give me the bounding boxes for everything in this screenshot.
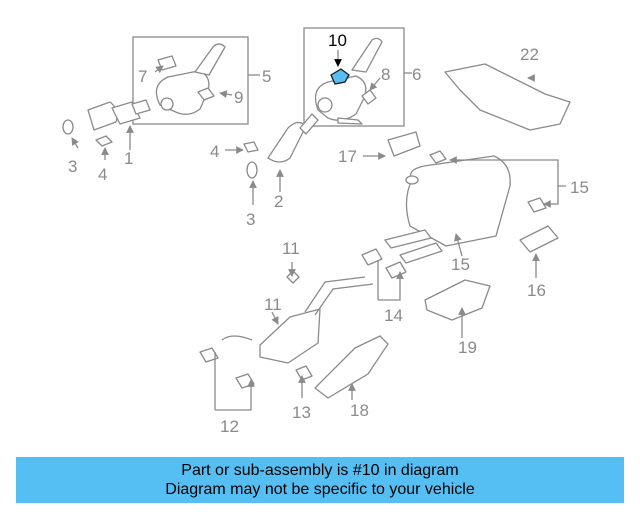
callout-5: 5 bbox=[262, 67, 271, 86]
callout-21: 19 bbox=[458, 338, 477, 357]
callout-18: 16 bbox=[527, 281, 546, 300]
info-banner: Part or sub-assembly is #10 in diagram D… bbox=[16, 457, 624, 503]
clamp-17a bbox=[429, 150, 447, 164]
assembly-box-6 bbox=[303, 27, 405, 127]
clamp-16b bbox=[385, 261, 407, 279]
callout-9: 9 bbox=[234, 88, 243, 107]
catalytic-converter-upper bbox=[155, 43, 226, 115]
banner-line-1: Part or sub-assembly is #10 in diagram bbox=[181, 462, 459, 479]
callout-8: 8 bbox=[381, 65, 390, 84]
catalytic-converter-lower bbox=[314, 37, 383, 125]
callout-20: 18 bbox=[350, 401, 369, 420]
heat-shield-20 bbox=[314, 335, 389, 399]
banner-line-2: Diagram may not be specific to your vehi… bbox=[165, 481, 475, 498]
rear-muffler-15 bbox=[384, 155, 511, 264]
callout-17: 15 bbox=[570, 178, 589, 197]
callout-14: 11 bbox=[282, 239, 300, 258]
callout-10: 10 bbox=[328, 31, 347, 50]
exhaust-parts-diagram: 3 4 1 4 3 2 5 7 9 10 8 6 22 17 15 15 16 … bbox=[62, 27, 589, 436]
callout-15: 15 bbox=[451, 255, 470, 274]
callout-7: 7 bbox=[138, 67, 147, 86]
part-10-highlighted bbox=[330, 50, 350, 85]
clamp-17b bbox=[527, 197, 547, 213]
tailpipe-18 bbox=[519, 225, 559, 253]
callout-1: 1 bbox=[124, 149, 133, 168]
callout-3-left: 3 bbox=[68, 157, 77, 176]
callout-6: 6 bbox=[412, 65, 421, 84]
assembly-box-5 bbox=[132, 36, 249, 125]
callout-11: 11 bbox=[264, 295, 282, 314]
callout-19: 17 bbox=[338, 147, 357, 166]
clamp-16a bbox=[361, 248, 383, 266]
callout-12: 12 bbox=[220, 417, 239, 436]
callout-22: 22 bbox=[520, 45, 539, 64]
catalytic-converter-left bbox=[62, 99, 151, 147]
bracket-19 bbox=[387, 131, 421, 157]
callout-4-left: 4 bbox=[98, 165, 107, 184]
heat-shield-22 bbox=[444, 63, 571, 131]
callout-16: 14 bbox=[384, 306, 403, 325]
callout-3-center: 3 bbox=[246, 210, 255, 229]
catalytic-converter-center bbox=[243, 113, 319, 179]
heat-shield-21 bbox=[424, 279, 491, 321]
callout-13: 13 bbox=[292, 403, 311, 422]
callout-4-center: 4 bbox=[210, 142, 219, 161]
callout-2: 2 bbox=[274, 192, 283, 211]
